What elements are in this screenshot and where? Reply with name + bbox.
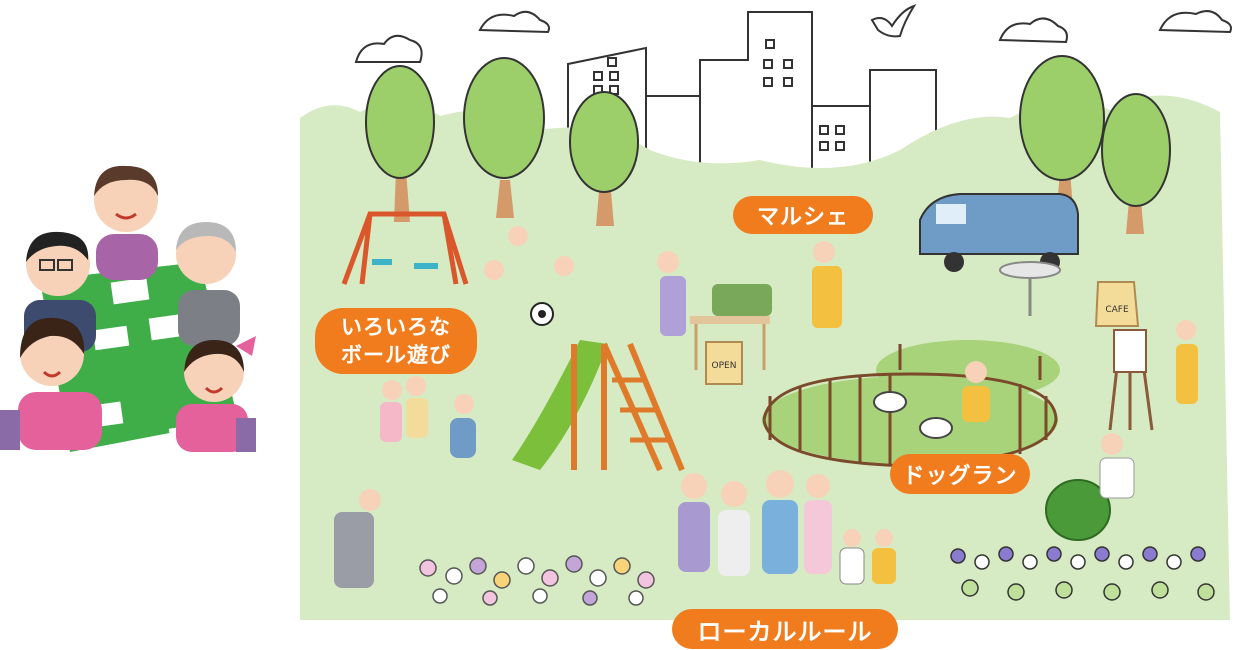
- local-rules-label: ローカルルール: [672, 609, 898, 649]
- ball-play-label-line2: ボール遊び: [341, 343, 451, 367]
- ball-play-label: いろいろな ボール遊び: [315, 308, 477, 374]
- ball-play-label-line1: いろいろな: [341, 315, 451, 339]
- meeting-people-icon: [0, 165, 256, 452]
- marche-label-text: マルシェ: [756, 205, 849, 230]
- swing: [341, 211, 469, 285]
- flower-bed-right: [950, 546, 1215, 601]
- open-sign-text: OPEN: [712, 361, 737, 371]
- dog-run-label: ドッグラン: [890, 454, 1030, 494]
- cafe-sign-text: CAFE: [1105, 305, 1129, 315]
- cafe-van: [919, 193, 1079, 272]
- dog-run-label-text: ドッグラン: [902, 464, 1018, 489]
- people: [334, 226, 1198, 588]
- park-scene: OPEN CAFE: [300, 4, 1232, 620]
- flower-bed-left: [419, 555, 655, 606]
- local-rules-label-text: ローカルルール: [697, 617, 873, 646]
- slide: [512, 340, 685, 472]
- marche-label: マルシェ: [733, 196, 873, 234]
- bird-icon: [870, 4, 917, 38]
